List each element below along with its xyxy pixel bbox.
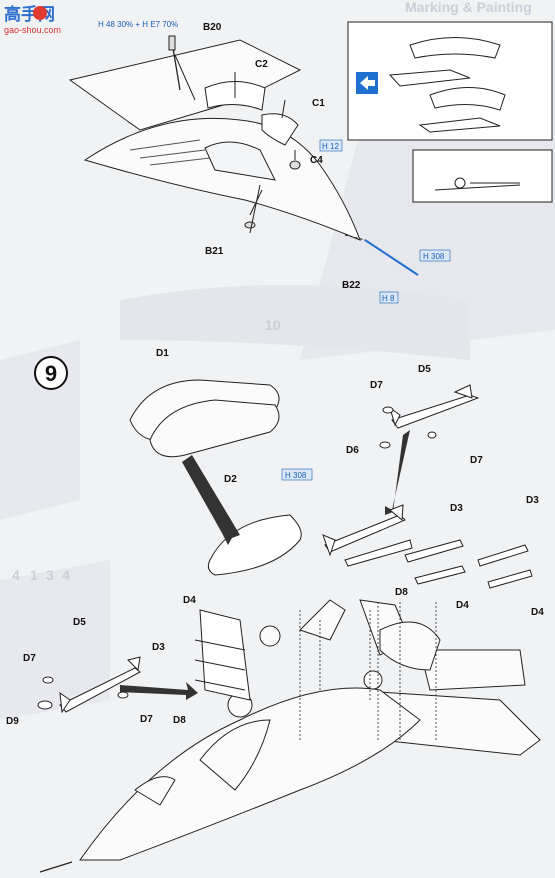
label-d8-left: D8: [173, 715, 186, 726]
inset-pitot-detail: [412, 149, 553, 203]
missile-assembly-left: [37, 656, 141, 714]
watermark-logo-text: 高手网: [4, 4, 55, 24]
watermark-logo-mark: [33, 6, 47, 20]
paint-code-b20: H 48 30% + H E7 70%: [98, 20, 178, 29]
label-b20: B20: [203, 22, 222, 33]
missile-assembly-top: [379, 384, 480, 449]
label-d7-left-b: D7: [140, 714, 153, 725]
b22-probe: [364, 239, 419, 276]
antenna-part: [168, 35, 176, 51]
ghost-step: 10: [265, 317, 281, 333]
label-c1: C1: [312, 98, 325, 109]
paint-code-d-tank-text: H 308: [285, 471, 307, 480]
label-d4-b: D4: [531, 607, 544, 618]
label-d9: D9: [6, 716, 19, 727]
paint-code-b22-tip: H 8: [379, 291, 399, 304]
paint-code-d-tank: H 308: [281, 468, 313, 481]
ghost-number-3: 3: [46, 567, 54, 583]
label-d7-top-a: D7: [370, 380, 383, 391]
windshield-part: [261, 113, 299, 146]
paint-code-b22-text: H 308: [423, 252, 445, 261]
label-d7-left-a: D7: [23, 653, 36, 664]
ghost-number-1: 4: [12, 567, 20, 583]
ghost-title: Marking & Painting: [405, 0, 532, 15]
label-b22: B22: [342, 280, 361, 291]
label-d5-top: D5: [418, 364, 431, 375]
label-d8-center: D8: [395, 587, 408, 598]
paint-code-b22-tip-text: H 8: [382, 294, 395, 303]
label-d3-left: D3: [152, 642, 165, 653]
upper-fuselage-drawing: [68, 35, 419, 276]
pylon-cluster-left: [194, 609, 251, 701]
center-tank: [207, 514, 302, 576]
assembly-arrows: [120, 430, 410, 700]
paint-code-b22: H 308: [419, 249, 451, 262]
aircraft-lower-fuselage: [39, 599, 541, 873]
label-d3-a: D3: [450, 503, 463, 514]
step-number-badge: 9: [34, 356, 68, 390]
watermark-url: gao-shou.com: [4, 25, 61, 35]
label-d5-left: D5: [73, 617, 86, 628]
arrow-left-icon: [356, 72, 378, 94]
c4-part: [289, 160, 301, 170]
label-d7-top-b: D7: [470, 455, 483, 466]
label-d1: D1: [156, 348, 169, 359]
inset-canopy-detail: [347, 21, 553, 141]
label-b21: B21: [205, 246, 224, 257]
ghost-number-2: 1: [30, 567, 38, 583]
watermark-logo: 高手网 gao-shou.com: [4, 4, 61, 35]
paint-code-c4-text: H 12: [322, 142, 339, 151]
ghost-number-4: 4: [62, 567, 70, 583]
label-d4-left: D4: [183, 595, 196, 606]
b21-part: [244, 221, 256, 229]
label-c4: C4: [310, 155, 323, 166]
missile-cluster-center: [322, 504, 533, 589]
label-d4-a: D4: [456, 600, 469, 611]
fuel-tank-parts: [129, 379, 280, 458]
label-d6: D6: [346, 445, 359, 456]
label-d2: D2: [224, 474, 237, 485]
paint-code-c4: H 12: [319, 139, 343, 152]
step-number: 9: [45, 361, 57, 386]
label-c2: C2: [255, 59, 268, 70]
label-d3-b: D3: [526, 495, 539, 506]
